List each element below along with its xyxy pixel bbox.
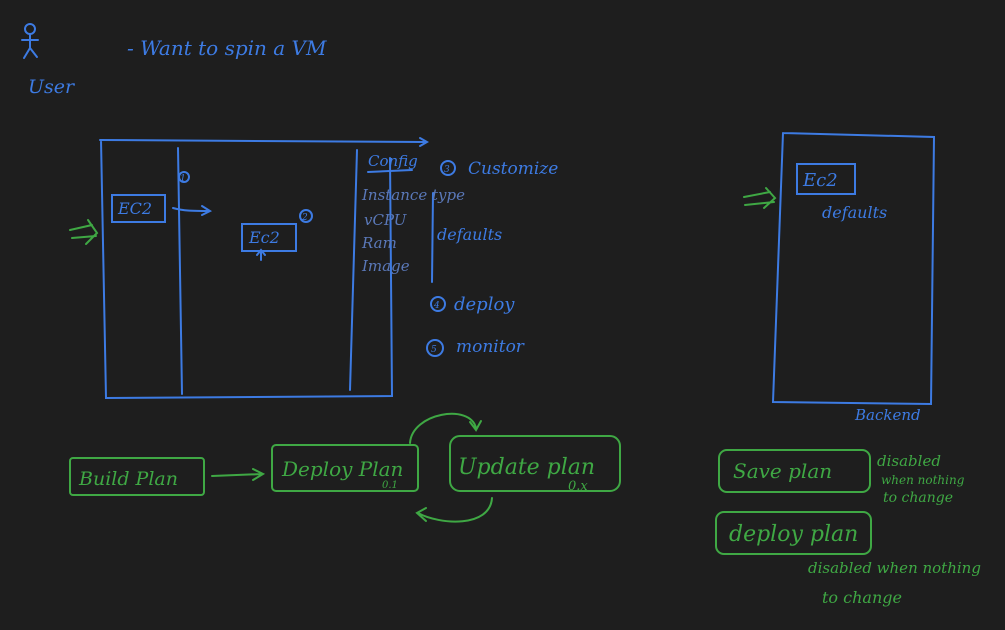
build-plan-label: Build Plan: [78, 468, 178, 490]
plan-flow-shapes: [69, 412, 621, 523]
update-plan-label: Update plan: [458, 455, 595, 480]
step-4-number: 4: [433, 301, 440, 311]
left-ec2-card: [111, 194, 166, 223]
monitor-step-label: monitor: [456, 337, 525, 357]
left-card-label: EC2: [117, 199, 152, 218]
save-plan-label[interactable]: Save plan: [733, 459, 832, 483]
user-stick-figure-icon: [21, 23, 39, 59]
backend-wireframe: [771, 132, 936, 406]
backend-card-label: Ec2: [802, 170, 838, 191]
center-card-arrow-icon: [256, 248, 266, 261]
frontend-entry-arrow-icon: [69, 219, 99, 245]
deploy-plan-button-label[interactable]: deploy plan: [729, 522, 858, 547]
backend-label: Backend: [854, 406, 921, 424]
config-header: Config: [368, 152, 418, 170]
step-2-number: 2: [301, 213, 308, 223]
save-plan-button[interactable]: Save plan: [733, 459, 832, 483]
center-card-label: Ec2: [248, 228, 280, 247]
center-ec2-card: [241, 223, 297, 252]
update-to-deploy-arrow-icon: [415, 497, 493, 523]
step-4-circle: [430, 296, 446, 312]
image-field: Image: [361, 257, 410, 275]
step-3-circle: [440, 160, 456, 176]
step-1-number: 1: [180, 174, 186, 184]
deploy-to-update-arrow-icon: [409, 412, 482, 444]
backend-ec2-card: [796, 163, 856, 195]
save-plan-button-outline: [718, 449, 871, 493]
save-plan-note-2: when nothing: [881, 473, 965, 487]
deploy-plan-version: 0.1: [382, 480, 398, 491]
customize-label: Customize: [468, 159, 558, 179]
deploy-plan-note-1: disabled when nothing: [808, 559, 981, 577]
deploy-plan-note-2: to change: [822, 588, 902, 607]
deploy-step-label: deploy: [454, 294, 515, 315]
vcpu-field: vCPU: [364, 211, 408, 229]
update-plan-box: [449, 435, 621, 492]
build-plan-box: [69, 457, 205, 496]
deploy-plan-button[interactable]: deploy plan: [729, 522, 858, 547]
backend-defaults-label: defaults: [822, 203, 887, 222]
build-to-deploy-arrow-icon: [211, 468, 266, 481]
save-plan-note-3: to change: [883, 490, 953, 506]
user-label: User: [28, 76, 76, 98]
step-5-number: 5: [431, 345, 437, 355]
sidebar-divider: [177, 147, 183, 395]
step-3-number: 3: [444, 165, 450, 175]
step-5-circle: [426, 339, 444, 357]
config-divider: [349, 149, 358, 391]
deploy-plan-box: [271, 444, 419, 492]
deploy-plan-button-outline: [715, 511, 872, 555]
update-plan-version: 0.x: [568, 479, 588, 494]
user-requirement-text: - Want to spin a VM: [127, 36, 327, 60]
save-plan-note-1: disabled: [877, 452, 941, 470]
frontend-defaults-label: defaults: [437, 225, 502, 244]
deploy-plan-label: Deploy Plan: [281, 457, 403, 481]
step-2-circle: [299, 209, 313, 223]
ram-field: Ram: [361, 234, 397, 252]
frontend-wireframe: [99, 137, 434, 400]
instance-type-field: Instance type: [361, 186, 465, 204]
left-card-arrow-icon: [172, 205, 213, 216]
backend-entry-arrow-icon: [743, 187, 777, 209]
step-1-circle: [178, 171, 190, 183]
